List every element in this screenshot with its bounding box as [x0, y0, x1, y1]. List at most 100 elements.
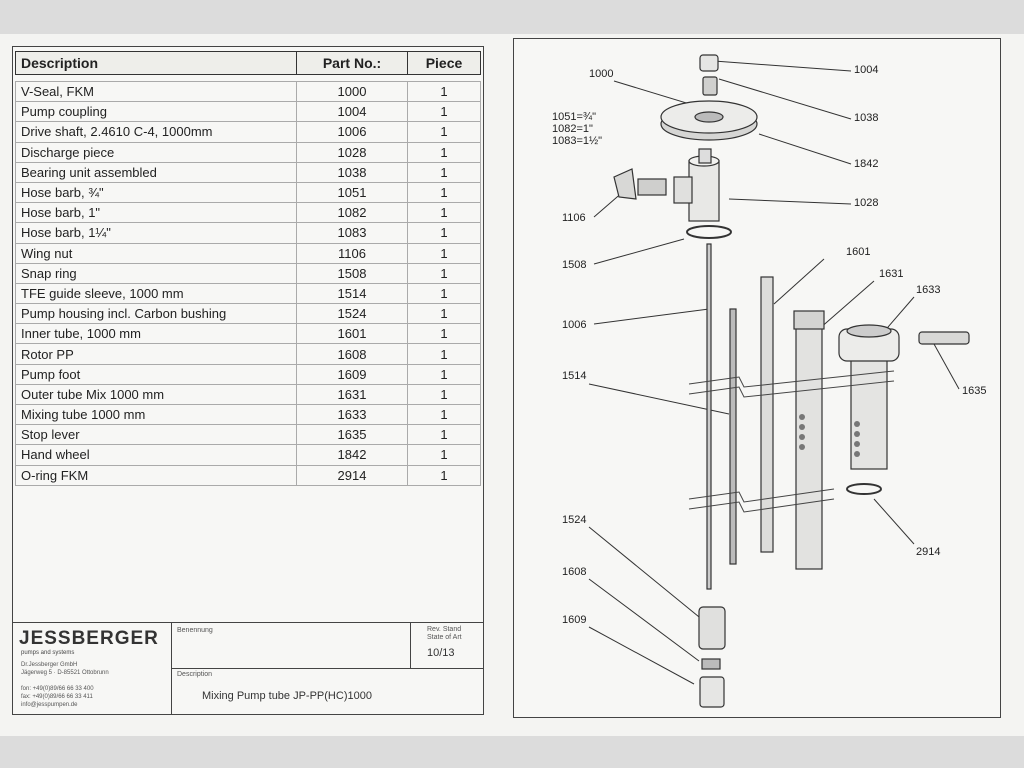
cell-piece: 1 [407, 262, 481, 284]
cell-description: Hose barb, 1" [15, 202, 297, 224]
cell-piece: 1 [407, 403, 481, 426]
cell-part-no: 1038 [296, 161, 408, 183]
callout-1006: 1006 [562, 319, 586, 331]
exploded-view-drawing: 1004 1000 1038 1051=¾" 1082=1" 1083=1½" … [552, 54, 986, 708]
cell-part-no: 2914 [296, 464, 408, 486]
company-tagline: pumps and systems [21, 650, 75, 656]
cell-description: Stop lever [15, 424, 297, 446]
cell-description: Hose barb, ¾" [15, 181, 297, 204]
cell-description: Mixing tube 1000 mm [15, 403, 297, 426]
header-description: Description [15, 51, 297, 75]
cell-description: Discharge piece [15, 141, 297, 163]
cell-part-no: 1524 [296, 303, 408, 325]
cell-piece: 1 [407, 161, 481, 183]
cell-part-no: 1051 [296, 181, 408, 204]
hose-barb-icon [637, 178, 667, 196]
snap-ring-icon [686, 225, 732, 239]
callout-1028: 1028 [854, 197, 878, 209]
cell-description: Bearing unit assembled [15, 161, 297, 183]
cell-part-no: 1508 [296, 262, 408, 284]
header-part-no: Part No.: [296, 51, 408, 75]
company-logo-area: JESSBERGER pumps and systems Dr.Jessberg… [13, 623, 172, 715]
cell-description: V-Seal, FKM [15, 80, 297, 103]
revision-label: Rev. Stand State of Art [427, 626, 462, 641]
wing-nut-icon [613, 168, 637, 200]
company-address: Dr.Jessberger GmbH Jägerweg 5 · D-85521 … [21, 662, 109, 708]
cell-part-no: 1106 [296, 242, 408, 264]
cell-piece: 1 [407, 444, 481, 466]
callout-1609: 1609 [562, 614, 586, 626]
cell-description: Snap ring [15, 262, 297, 284]
title-block: JESSBERGER pumps and systems Dr.Jessberg… [13, 622, 484, 715]
bearing-unit-icon [702, 76, 718, 96]
cell-piece: 1 [407, 383, 481, 406]
cell-part-no: 1082 [296, 202, 408, 224]
cell-description: Outer tube Mix 1000 mm [15, 383, 297, 406]
cell-part-no: 1601 [296, 323, 408, 345]
callout-1514: 1514 [562, 370, 586, 382]
cell-piece: 1 [407, 242, 481, 264]
cell-piece: 1 [407, 181, 481, 204]
cell-piece: 1 [407, 323, 481, 345]
cell-piece: 1 [407, 80, 481, 103]
callout-1631: 1631 [879, 268, 903, 280]
mixing-tube-icon [850, 358, 888, 470]
discharge-piece-icon [688, 160, 720, 222]
cell-piece: 1 [407, 141, 481, 163]
cell-part-no: 1004 [296, 101, 408, 123]
cell-description: Rotor PP [15, 343, 297, 365]
pump-housing-icon [698, 606, 726, 650]
cell-description: Pump coupling [15, 101, 297, 123]
callout-1083: 1083=1½" [552, 135, 602, 147]
cell-description: Drive shaft, 2.4610 C-4, 1000mm [15, 121, 297, 143]
company-logo: JESSBERGER [19, 628, 159, 649]
callout-1508: 1508 [562, 259, 586, 271]
callout-2914: 2914 [916, 546, 940, 558]
o-ring-icon [846, 483, 882, 495]
cell-piece: 1 [407, 363, 481, 385]
callout-1051: 1051=¾" [552, 111, 596, 123]
callout-1842: 1842 [854, 158, 878, 170]
cell-part-no: 1635 [296, 424, 408, 446]
cell-part-no: 1000 [296, 80, 408, 103]
cell-part-no: 1631 [296, 383, 408, 406]
drive-shaft-icon [706, 243, 712, 590]
title-block-name: Benennung Description Mixing Pump tube J… [172, 623, 410, 715]
callout-1633: 1633 [916, 284, 940, 296]
cell-description: Hand wheel [15, 444, 297, 466]
cell-piece: 1 [407, 121, 481, 143]
exploded-drawing-panel: 1004 1000 1038 1051=¾" 1082=1" 1083=1½" … [513, 38, 1001, 718]
rotor-icon [701, 658, 721, 670]
callout-1635: 1635 [962, 385, 986, 397]
cell-piece: 1 [407, 282, 481, 305]
cell-part-no: 1842 [296, 444, 408, 466]
callout-1082: 1082=1" [552, 123, 593, 135]
cell-description: Hose barb, 1¼" [15, 222, 297, 244]
callout-1601: 1601 [846, 246, 870, 258]
callout-1524: 1524 [562, 514, 586, 526]
cell-description: TFE guide sleeve, 1000 mm [15, 282, 297, 305]
cell-description: Pump foot [15, 363, 297, 385]
header-piece: Piece [407, 51, 481, 75]
cell-piece: 1 [407, 424, 481, 446]
cell-part-no: 1609 [296, 363, 408, 385]
pump-foot-icon [699, 676, 725, 708]
